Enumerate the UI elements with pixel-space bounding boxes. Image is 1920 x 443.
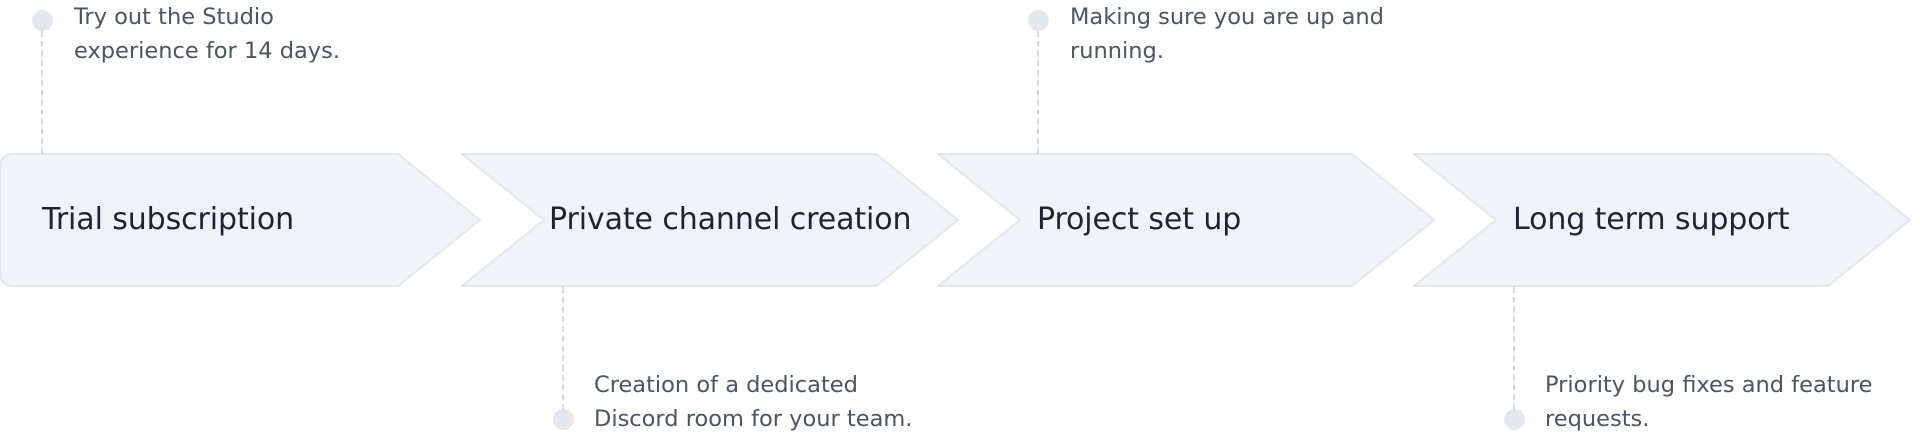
step-2-title: Private channel creation [549,202,912,237]
step-1-arrow-shape [0,153,481,287]
step-4-arrow-shape [1413,153,1911,287]
step-2-connector [562,287,564,410]
step-3-connector [1037,31,1039,154]
step-1-description: Try out the Studio experience for 14 day… [74,4,340,64]
step-3-arrow-shape [937,153,1435,287]
step-2-description: Creation of a dedicated Discord room for… [594,372,913,432]
step-4-marker-dot [1504,409,1525,430]
step-4-description: Priority bug fixes and feature requests. [1545,372,1873,432]
step-1-marker-dot [32,10,53,31]
step-4-connector [1513,287,1515,410]
step-4-title: Long term support [1513,202,1790,237]
step-2-arrow-shape [461,153,959,287]
step-1-title: Trial subscription [42,202,295,237]
step-3-marker-dot [1028,10,1049,31]
step-2-marker-dot [553,409,574,430]
step-3-title: Project set up [1037,202,1242,237]
step-1-connector [41,31,43,154]
step-3-description: Making sure you are up and running. [1070,4,1384,64]
